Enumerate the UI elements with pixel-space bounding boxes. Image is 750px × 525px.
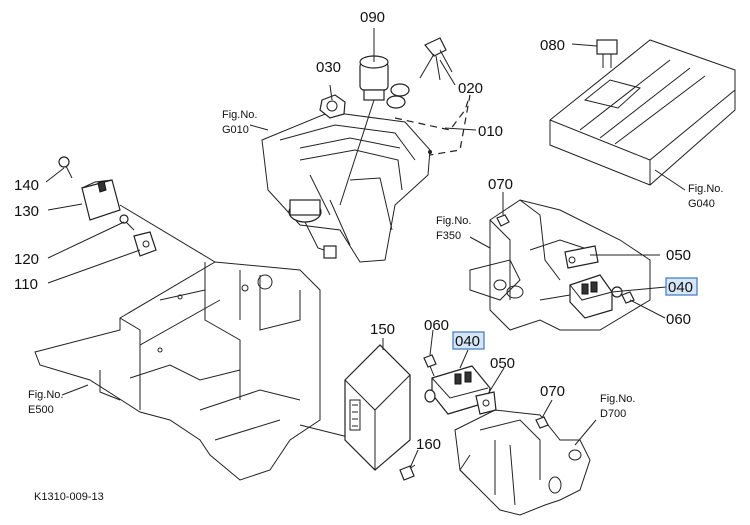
- callout-070-bottom[interactable]: 070: [540, 383, 565, 400]
- relay-130-part: [81, 179, 121, 221]
- highlight-040-right: [665, 277, 698, 296]
- bolt-060-mid-part: [423, 354, 437, 377]
- leader-130: [47, 203, 83, 211]
- key-cylinder-part: [359, 55, 389, 101]
- leader-g040: [654, 169, 686, 191]
- bolt-140-part: [58, 156, 73, 179]
- callout-130[interactable]: 130: [14, 203, 39, 220]
- fig-ref-d700-label[interactable]: Fig.No.: [600, 393, 635, 405]
- keys-part: [419, 37, 453, 81]
- seat-box: [549, 39, 736, 186]
- leader-110: [47, 249, 141, 284]
- highlight-040-mid: [452, 331, 485, 350]
- nut-070-top-part: [496, 214, 510, 227]
- leader-050-mid: [487, 367, 505, 395]
- fig-ref-e500-code[interactable]: E500: [28, 404, 54, 416]
- fig-ref-f350-code[interactable]: F350: [436, 230, 461, 242]
- leader-060-mid: [429, 329, 434, 356]
- leader-key-switch: [339, 99, 375, 206]
- controller-150-part: [344, 344, 411, 471]
- callout-150[interactable]: 150: [370, 321, 395, 338]
- leader-140: [45, 167, 65, 183]
- leader-040-right: [611, 286, 667, 293]
- callout-110[interactable]: 110: [14, 276, 38, 293]
- callout-050-top[interactable]: 050: [666, 247, 691, 264]
- leader-020: [439, 59, 456, 86]
- callout-040-right[interactable]: 040: [668, 279, 693, 296]
- relay-040-mid-part: [424, 365, 491, 415]
- nut-070-bottom-part: [535, 416, 549, 429]
- fig-ref-g010-code[interactable]: G010: [222, 124, 249, 136]
- leader-010: [444, 127, 477, 131]
- callout-090[interactable]: 090: [360, 9, 385, 26]
- leader-g010: [249, 124, 269, 131]
- callout-120[interactable]: 120: [14, 251, 39, 268]
- callout-060-mid[interactable]: 060: [424, 317, 449, 334]
- bolt-120-part: [119, 214, 135, 231]
- washers-part: [386, 83, 410, 109]
- callout-140[interactable]: 140: [14, 177, 39, 194]
- callout-080[interactable]: 080: [540, 37, 565, 54]
- leader-e500: [61, 384, 89, 396]
- leader-f350: [469, 236, 491, 249]
- fig-ref-f350-label[interactable]: Fig.No.: [436, 215, 471, 227]
- leader-030: [329, 84, 333, 101]
- leader-060-right: [629, 299, 666, 319]
- leader-160: [409, 449, 419, 469]
- fig-ref-g040-code[interactable]: G040: [688, 198, 715, 210]
- fig-ref-g010-label[interactable]: Fig.No.: [222, 109, 257, 121]
- bolt-160-part: [399, 464, 416, 481]
- dot: [428, 150, 432, 154]
- nut-part: [319, 94, 346, 119]
- leader-relay-mount: [119, 204, 216, 263]
- fig-ref-d700-code[interactable]: D700: [600, 408, 626, 420]
- relay-040-right-part: [569, 274, 623, 319]
- leader-d700: [574, 419, 597, 446]
- switch-080-part: [596, 39, 618, 68]
- key-switch-body: [288, 199, 337, 259]
- callout-050-mid[interactable]: 050: [490, 355, 515, 372]
- bracket-010-dash: [394, 94, 471, 156]
- leader-040-mid: [459, 349, 469, 369]
- bracket-110-part: [133, 231, 157, 257]
- callout-040-mid[interactable]: 040: [455, 333, 480, 350]
- drawing-code: K1310-009-13: [34, 491, 104, 503]
- callout-160[interactable]: 160: [416, 436, 441, 453]
- fig-ref-e500-label[interactable]: Fig.No.: [28, 389, 63, 401]
- leader-120: [47, 221, 125, 259]
- callout-020[interactable]: 020: [458, 80, 483, 97]
- callout-010[interactable]: 010: [478, 123, 503, 140]
- callout-070-top[interactable]: 070: [488, 176, 513, 193]
- lower-right-assembly: [454, 409, 591, 516]
- bracket-050-top-part: [564, 245, 599, 269]
- right-bracket-assembly: [469, 199, 651, 331]
- fig-ref-g040-label[interactable]: Fig.No.: [688, 183, 723, 195]
- leader-080: [571, 43, 598, 47]
- callout-060-right[interactable]: 060: [666, 311, 691, 328]
- leader-070-bottom: [541, 399, 553, 419]
- main-frame: [34, 261, 321, 481]
- callout-030[interactable]: 030: [316, 59, 341, 76]
